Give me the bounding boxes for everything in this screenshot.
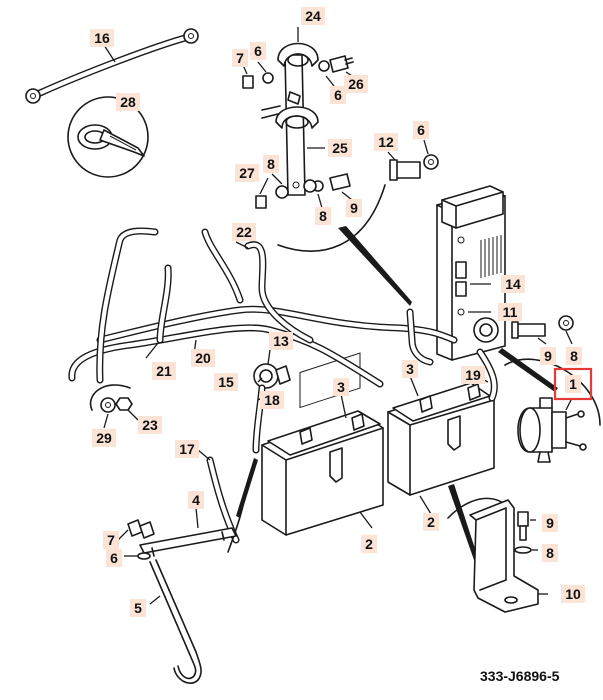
callout-12: 12: [374, 133, 398, 151]
callout-label: 10: [565, 586, 581, 602]
callout-label: 26: [348, 76, 364, 92]
callout-label: 22: [236, 224, 252, 240]
callout-7: 7: [103, 531, 119, 549]
callout-label: 4: [192, 492, 200, 508]
callout-6: 6: [106, 549, 122, 567]
callout-4: 4: [188, 491, 204, 509]
callout-label: 16: [94, 30, 110, 46]
callout-16: 16: [90, 29, 114, 47]
callout-19: 19: [461, 366, 485, 384]
callout-label: 9: [544, 348, 552, 364]
callout-label: 7: [236, 50, 244, 66]
callout-label: 6: [254, 43, 262, 59]
callout-label: 3: [406, 361, 414, 377]
callout-label: 17: [179, 441, 195, 457]
callout-11: 11: [498, 303, 522, 321]
callout-22: 22: [232, 223, 256, 241]
callout-15: 15: [214, 373, 238, 391]
callout-13: 13: [269, 332, 293, 350]
callout-9: 9: [542, 514, 558, 532]
callout-label: 19: [465, 367, 481, 383]
highlight-box: [553, 367, 593, 401]
callout-3: 3: [402, 360, 418, 378]
nut-washer-part: [100, 397, 133, 413]
callout-label: 20: [195, 350, 211, 366]
wiring-harness: [68, 227, 498, 402]
callout-8: 8: [542, 544, 558, 562]
callout-label: 3: [337, 379, 345, 395]
callout-18: 18: [260, 391, 284, 409]
callout-9: 9: [346, 199, 362, 217]
callout-label: 11: [503, 304, 518, 320]
callout-6: 6: [330, 86, 346, 104]
callout-labels: 1223345666677888899910111213141516171819…: [90, 7, 593, 617]
callout-2: 2: [423, 513, 439, 531]
bolt-part: [389, 154, 439, 181]
callout-label: 8: [570, 348, 578, 364]
callout-label: 2: [365, 536, 373, 552]
callout-label: 6: [110, 550, 118, 566]
callout-label: 5: [134, 600, 142, 616]
mount-bolt: [511, 315, 574, 339]
battery-right: [387, 382, 495, 496]
callout-label: 13: [273, 333, 289, 349]
callout-label: 21: [156, 363, 172, 379]
callout-14: 14: [501, 275, 525, 293]
callout-label: 24: [305, 8, 321, 24]
callout-2: 2: [361, 535, 377, 553]
callout-27: 27: [235, 164, 259, 182]
callout-label: 8: [319, 208, 327, 224]
callout-label: 1: [569, 376, 577, 392]
battery-left: [261, 352, 384, 536]
bracket-assembly: [242, 42, 354, 209]
callout-3: 3: [333, 378, 349, 396]
callout-1: 1: [553, 367, 593, 401]
angle-bracket: [469, 499, 539, 613]
callout-25: 25: [328, 139, 352, 157]
callout-8: 8: [566, 347, 582, 365]
callout-label: 14: [505, 276, 521, 292]
callout-8: 8: [263, 155, 279, 173]
callout-23: 23: [138, 416, 162, 434]
callout-20: 20: [191, 349, 215, 367]
callout-label: 29: [96, 430, 112, 446]
callout-label: 6: [417, 122, 425, 138]
callout-26: 26: [344, 75, 368, 93]
callout-label: 2: [427, 514, 435, 530]
callout-label: 28: [120, 94, 136, 110]
callout-label: 12: [378, 134, 394, 150]
hold-down-rod: [127, 519, 237, 684]
callout-label: 8: [546, 545, 554, 561]
callout-label: 15: [218, 374, 234, 390]
callout-7: 7: [232, 49, 248, 67]
controller-panel: [436, 185, 506, 361]
callout-label: 23: [142, 417, 158, 433]
callout-5: 5: [130, 599, 146, 617]
callout-24: 24: [301, 7, 325, 25]
callout-label: 9: [350, 200, 358, 216]
callout-label: 27: [239, 165, 255, 181]
cable-tie-part: [67, 96, 149, 178]
callout-6: 6: [413, 121, 429, 139]
callout-label: 7: [107, 532, 115, 548]
callout-29: 29: [92, 429, 116, 447]
contactor-part: [517, 397, 587, 463]
callout-6: 6: [250, 42, 266, 60]
callout-label: 6: [334, 87, 342, 103]
callout-21: 21: [152, 362, 176, 380]
callout-17: 17: [175, 440, 199, 458]
callout-label: 25: [332, 140, 348, 156]
callout-10: 10: [561, 585, 585, 603]
figure-reference-code: 333-J6896-5: [480, 668, 560, 684]
callout-label: 18: [264, 392, 280, 408]
battery-cable-part: [25, 28, 199, 104]
callout-8: 8: [315, 207, 331, 225]
callout-label: 9: [546, 515, 554, 531]
callout-label: 8: [267, 156, 275, 172]
callout-28: 28: [116, 93, 140, 111]
callout-9: 9: [540, 347, 556, 365]
